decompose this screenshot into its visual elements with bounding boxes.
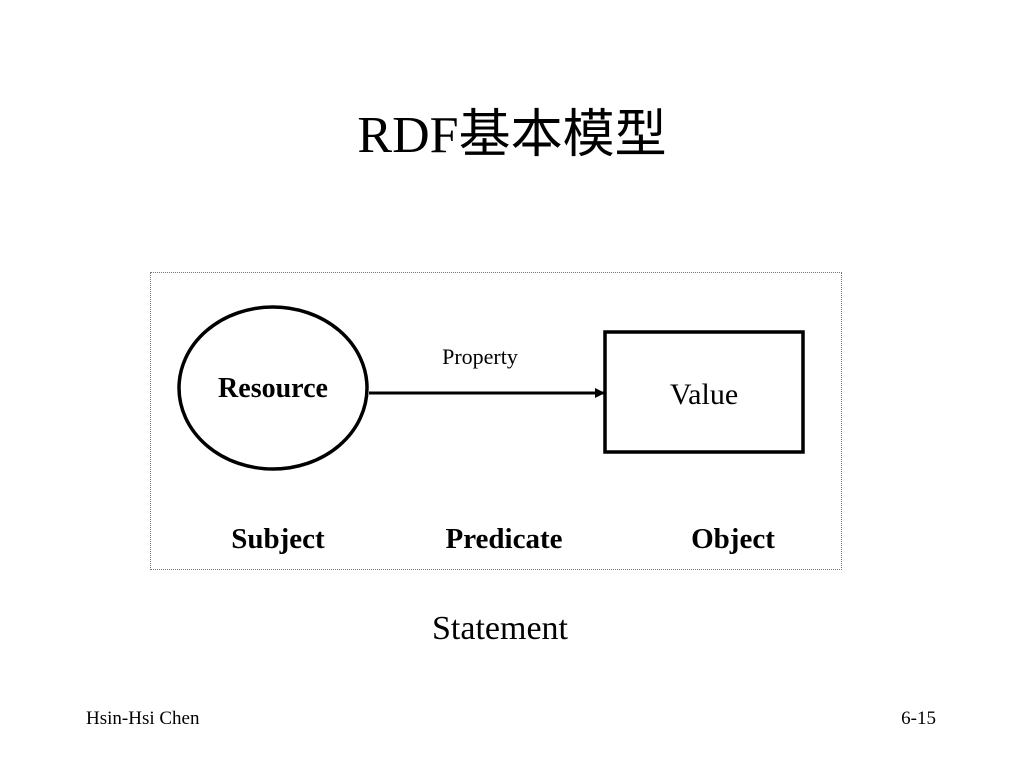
property-label: Property (442, 344, 518, 369)
footer-author: Hsin-Hsi Chen (86, 708, 200, 729)
subject-label: Subject (231, 523, 325, 555)
resource-label: Resource (218, 373, 328, 404)
footer-page-number: 6-15 (901, 708, 936, 729)
slide-title: RDF基本模型 (357, 107, 667, 164)
predicate-label: Predicate (445, 523, 563, 555)
resource-node (177, 305, 369, 471)
value-label: Value (669, 378, 739, 411)
statement-caption: Statement (432, 610, 568, 647)
statement-frame (150, 272, 842, 570)
object-label: Object (691, 523, 775, 555)
value-node (603, 330, 805, 454)
